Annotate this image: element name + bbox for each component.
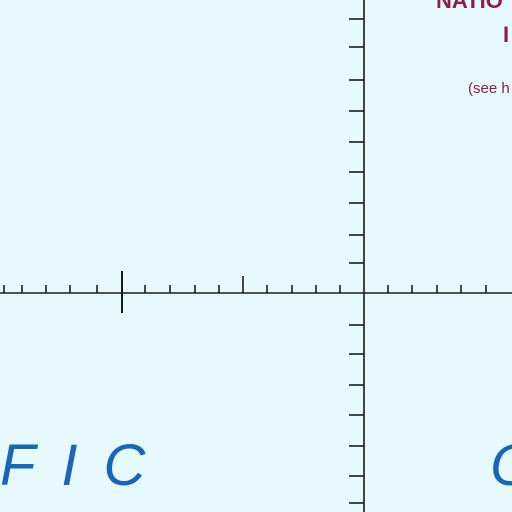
ocean-label-left: FIC [0,433,172,498]
map-title-line-1: NATIO [436,0,503,13]
map-note-label: (see h [468,80,510,97]
map-title-line-2: I [503,22,510,47]
ocean-label-right: O [490,432,512,499]
